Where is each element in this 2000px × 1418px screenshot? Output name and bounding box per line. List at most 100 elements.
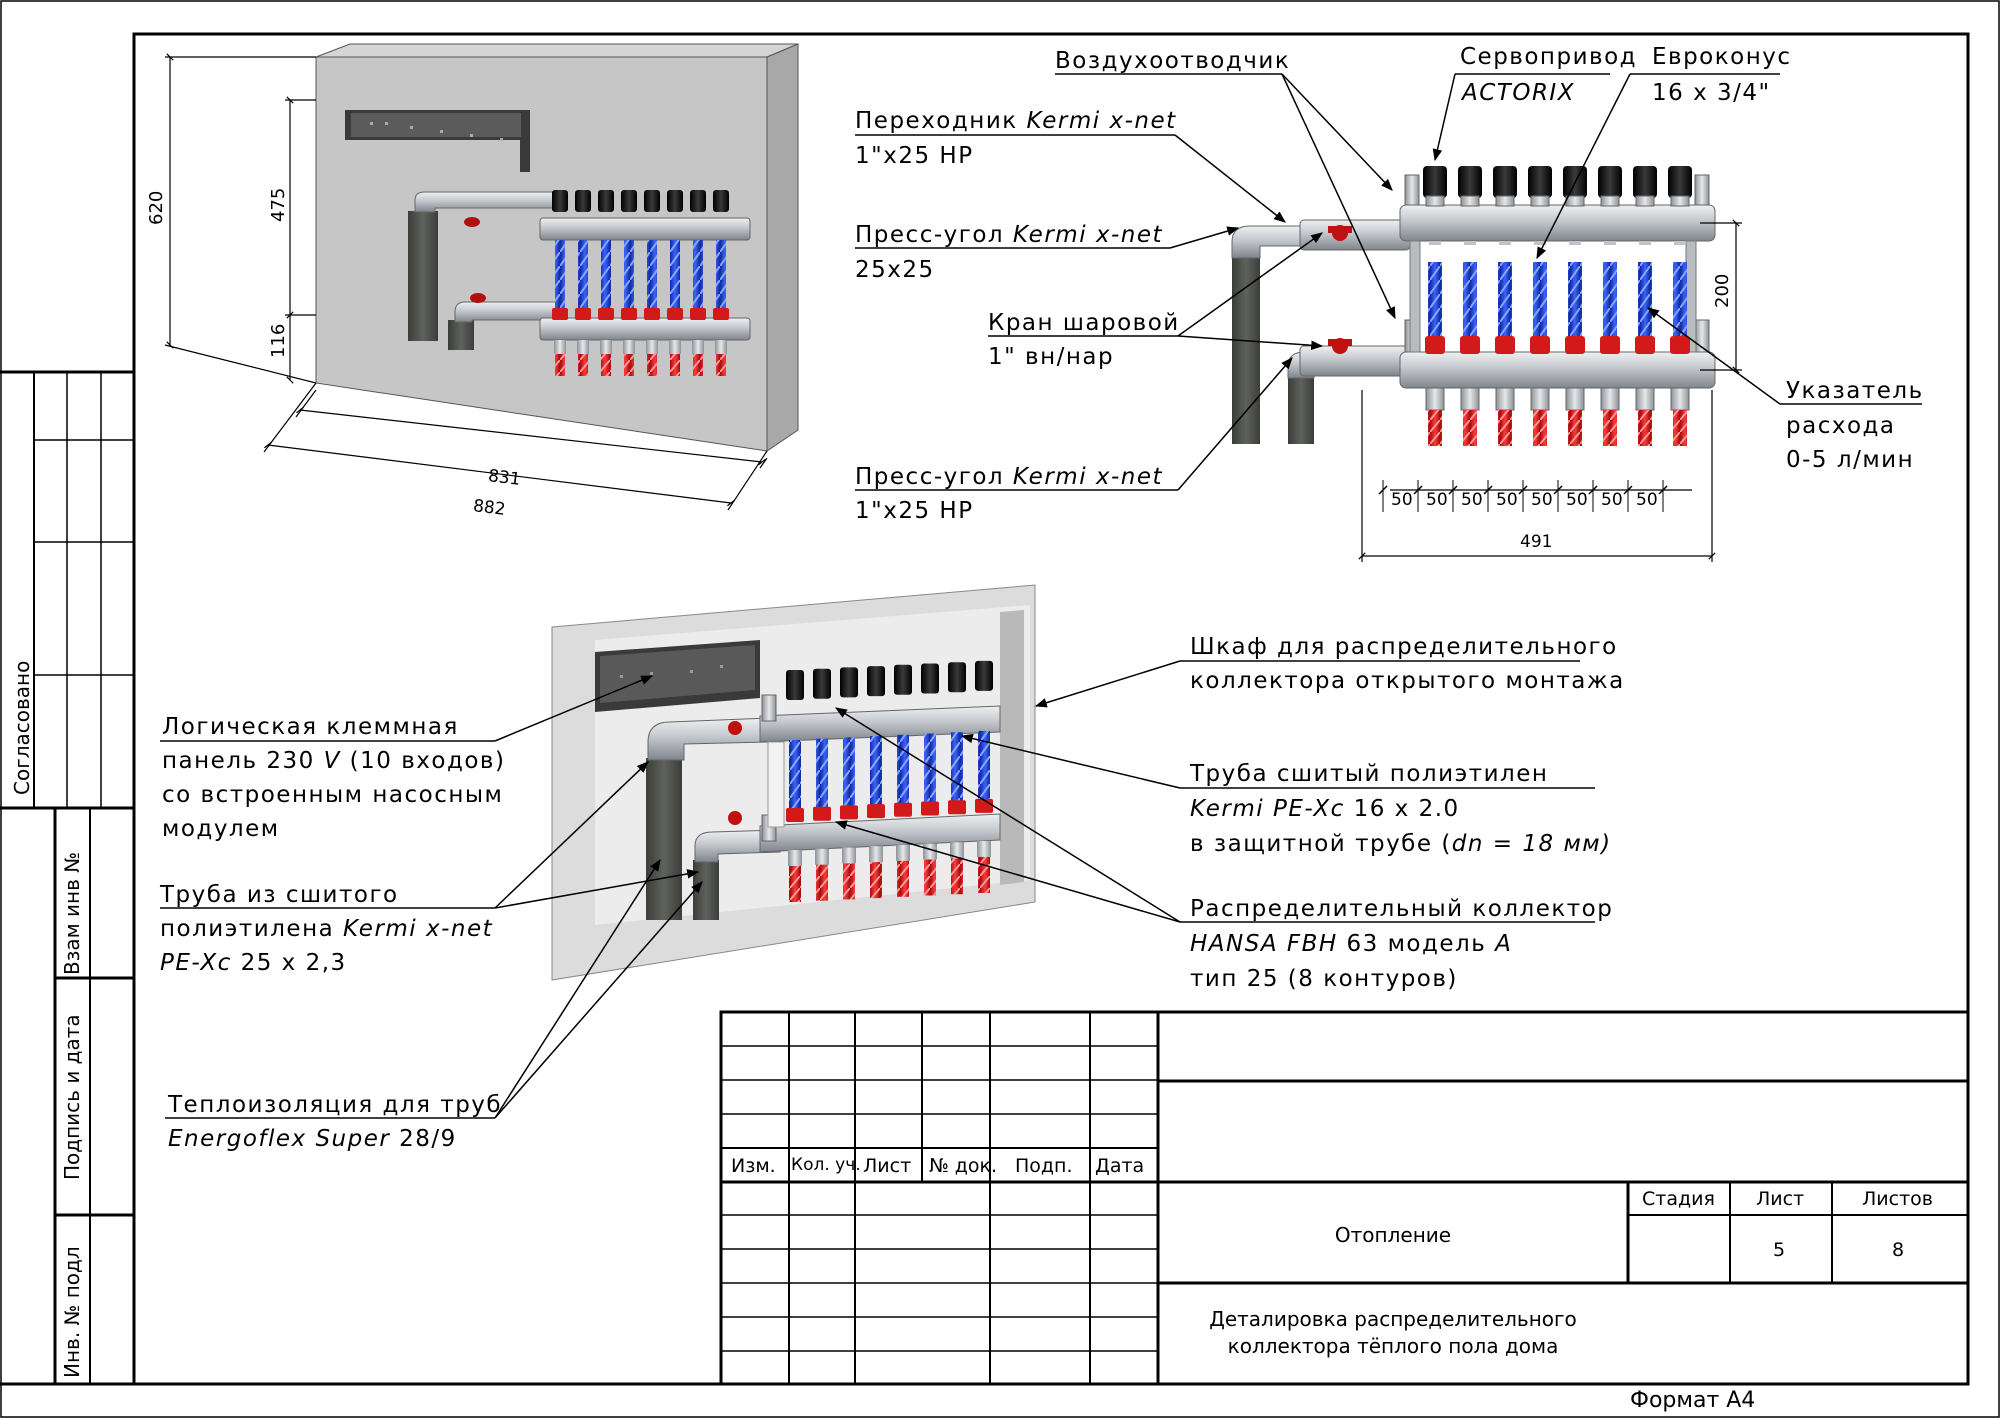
col-kol: Кол. уч. — [791, 1155, 861, 1175]
supply-pipe — [978, 856, 990, 893]
actuator — [575, 190, 591, 212]
cabinet-label: Шкаф для распределительного — [1190, 634, 1618, 660]
logic-panel-label-4: модулем — [162, 816, 280, 842]
supply-pipe — [1568, 410, 1582, 446]
sheet-number: 5 — [1773, 1239, 1786, 1261]
iso-dimensions — [164, 53, 768, 511]
flow-meter-cap — [1635, 336, 1655, 354]
flow-meter-cap — [840, 805, 858, 820]
eurocone-top — [1499, 241, 1511, 245]
flow-meter-cap — [1530, 336, 1550, 354]
pitch-tick — [1483, 485, 1493, 495]
supply-pipe — [1498, 410, 1512, 446]
side-inv-orig: Инв. № подл — [60, 1246, 84, 1378]
side-sign-date: Подпись и дата — [60, 1014, 84, 1180]
actuator — [1598, 166, 1622, 198]
servo-model-label: ACTORIX — [1462, 80, 1575, 106]
supply-pipe — [647, 354, 657, 376]
manifold-model: HANSA FBH 63 модель A — [1190, 931, 1513, 957]
actuator — [598, 190, 614, 212]
valve-neck — [1530, 195, 1550, 207]
return-pipe — [1603, 262, 1617, 344]
eurocone-bottom — [1600, 387, 1620, 411]
col-doc: № док. — [929, 1155, 998, 1177]
valve-neck — [1565, 195, 1585, 207]
flow-meter-cap — [713, 308, 729, 320]
eurocone-bottom — [692, 340, 704, 354]
press-angle-bottom-size-label: 1"x25 НР — [855, 498, 974, 524]
eurocone-label: Евроконус — [1652, 44, 1792, 70]
dim-pitch: 50 — [1496, 490, 1518, 510]
pitch-tick — [1518, 485, 1528, 495]
actuator — [840, 667, 858, 698]
eurocone-bottom — [577, 340, 589, 354]
supply-pipe — [670, 354, 680, 376]
actuator — [667, 190, 683, 212]
flow-indicator-range: 0-5 л/мин — [1786, 447, 1915, 473]
flow-meter-cap — [1670, 336, 1690, 354]
pitch-tick — [1658, 485, 1668, 495]
eurocone-bottom — [869, 846, 883, 863]
dim-outer-width: 882 — [471, 496, 507, 520]
eurocone-bottom — [554, 340, 566, 354]
dim-pitch: 50 — [1461, 490, 1483, 510]
flow-meter-cap — [1600, 336, 1620, 354]
front-dimensions — [1358, 219, 1742, 562]
return-pipe — [1533, 262, 1547, 344]
pitch-tick — [1588, 485, 1598, 495]
dim-cabinet-height: 620 — [146, 190, 167, 225]
return-pipe — [1498, 262, 1512, 344]
eurocone-bottom — [669, 340, 681, 354]
pex-pipe-sleeve: в защитной трубе (dn = 18 мм) — [1190, 831, 1612, 857]
actuator — [1668, 166, 1692, 198]
servo-label: Сервопривод — [1460, 44, 1638, 70]
eurocone-bottom — [1635, 387, 1655, 411]
eurocone-bottom — [896, 844, 910, 861]
eurocone-top — [1674, 241, 1686, 245]
actuator — [644, 190, 660, 212]
eurocone-bottom — [1460, 387, 1480, 411]
flow-meter-cap — [813, 806, 831, 821]
return-pipe — [870, 736, 882, 815]
supply-pipe — [897, 860, 909, 897]
actuator — [552, 190, 568, 212]
valve-neck — [1600, 195, 1620, 207]
flow-meter-cap — [598, 308, 614, 320]
col-date: Дата — [1095, 1155, 1145, 1177]
supply-pipe — [843, 863, 855, 900]
eurocone-top — [1464, 241, 1476, 245]
supply-pipe — [951, 858, 963, 895]
flow-meter-cap — [975, 798, 993, 813]
flow-meter-cap — [867, 804, 885, 819]
eurocone-bottom — [788, 850, 802, 866]
manifold-iso-bottom — [646, 660, 1001, 920]
pitch-tick — [1553, 485, 1563, 495]
col-list: Лист — [863, 1155, 912, 1177]
eurocone-bottom — [842, 847, 856, 864]
insulation-spec: Energoflex Super 28/9 — [168, 1126, 457, 1152]
actuator — [813, 668, 831, 699]
flow-meter-cap — [948, 800, 966, 815]
flow-meter-cap — [667, 308, 683, 320]
supply-pipe — [1428, 410, 1442, 446]
supply-pipe — [1533, 410, 1547, 446]
logic-panel-label-3: со встроенным насосным — [162, 782, 504, 808]
dim-pitch: 50 — [1636, 490, 1658, 510]
dim-pitch: 50 — [1601, 490, 1623, 510]
eurocone-bottom — [715, 340, 727, 354]
dim-pitch: 50 — [1531, 490, 1553, 510]
xnet-pipe-label: Труба из сшитого — [160, 882, 399, 908]
pitch-tick — [1623, 485, 1633, 495]
pex-pipe-label: Труба сшитый полиэтилен — [1190, 761, 1549, 787]
eurocone-top — [1429, 241, 1441, 245]
supply-pipe — [1603, 410, 1617, 446]
supply-pipe — [1673, 410, 1687, 446]
eurocone-top — [1604, 241, 1616, 245]
valve-neck — [1670, 195, 1690, 207]
logic-panel-label-2: панель 230 V (10 входов) — [162, 748, 506, 774]
xnet-pipe-spec: PE-Xc 25 x 2,3 — [160, 950, 347, 976]
hdr-sheets: Листов — [1862, 1188, 1933, 1210]
logic-panel-label: Логическая клеммная — [162, 714, 459, 740]
return-pipe — [843, 737, 855, 816]
